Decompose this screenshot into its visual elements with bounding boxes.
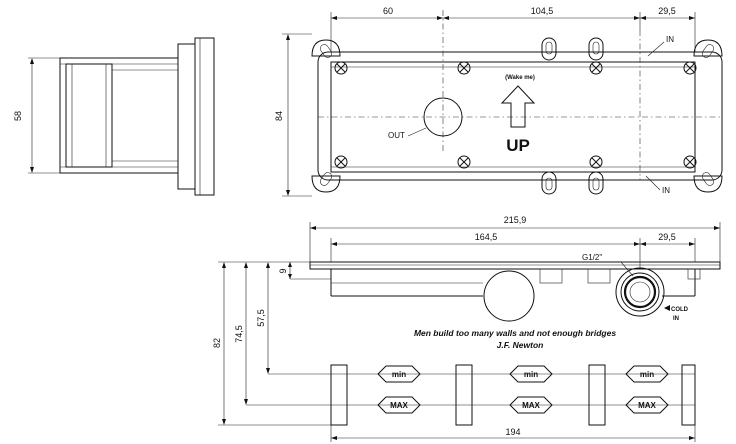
post xyxy=(588,364,606,426)
up-arrow-icon xyxy=(500,85,536,128)
dim-74-5: 74,5 xyxy=(234,325,244,343)
svg-text:min: min xyxy=(392,370,406,379)
dim-29-5-front: 29,5 xyxy=(658,232,676,242)
screw-icon xyxy=(683,155,697,169)
slot xyxy=(588,171,604,195)
dim-60: 60 xyxy=(383,6,393,16)
outlet-hole xyxy=(423,97,463,137)
max-badge: MAX xyxy=(509,396,553,414)
slot xyxy=(588,37,604,61)
dim-82: 82 xyxy=(212,338,222,348)
side-plate xyxy=(177,43,196,190)
front-flange xyxy=(309,261,721,270)
slot xyxy=(541,37,557,61)
screw-icon xyxy=(683,61,697,75)
dim-104-5: 104,5 xyxy=(531,6,554,16)
in-top-label: IN xyxy=(666,35,674,44)
front-view: G1/2" COLD IN Men build too many walls a… xyxy=(212,215,721,442)
dim-58: 58 xyxy=(13,111,23,121)
screw-icon xyxy=(457,155,471,169)
mount-plate xyxy=(317,51,723,181)
dim-164-5: 164,5 xyxy=(475,232,498,242)
screw-icon xyxy=(334,61,348,75)
screw-icon xyxy=(589,61,603,75)
side-body xyxy=(59,57,179,174)
thread-label: G1/2" xyxy=(582,253,602,262)
quote-line-1: Men build too many walls and not enough … xyxy=(414,328,616,338)
svg-text:min: min xyxy=(524,370,538,379)
dim-84: 84 xyxy=(274,111,284,121)
svg-text:MAX: MAX xyxy=(390,401,408,410)
mounting-ear xyxy=(693,39,723,58)
dim-9: 9 xyxy=(278,268,288,273)
slot xyxy=(541,171,557,195)
post xyxy=(330,364,348,426)
quote-line-2: J.F. Newton xyxy=(497,340,544,350)
dim-57-5: 57,5 xyxy=(256,309,266,327)
top-view: OUT (Wake me) UP IN IN 60 104,5 29,5 84 xyxy=(274,6,723,197)
min-badge: min xyxy=(377,365,421,383)
mounting-ear xyxy=(311,39,341,58)
screw-icon xyxy=(457,61,471,75)
screw-icon xyxy=(589,155,603,169)
side-view: 58 xyxy=(13,37,215,196)
front-outlet xyxy=(483,270,535,322)
max-badge: MAX xyxy=(625,396,669,414)
mounting-ear xyxy=(311,172,341,193)
box-body xyxy=(330,61,696,173)
out-label: OUT xyxy=(388,131,405,140)
svg-text:MAX: MAX xyxy=(638,401,656,410)
mounting-ear xyxy=(693,172,723,193)
post xyxy=(681,364,696,426)
min-badge: min xyxy=(625,365,669,383)
cold-label: COLD xyxy=(671,307,689,313)
cold-inlet xyxy=(615,267,665,317)
in-bottom-label: IN xyxy=(662,186,670,195)
svg-text:min: min xyxy=(640,370,654,379)
dim-215-9: 215,9 xyxy=(504,215,527,225)
wake-me-label: (Wake me) xyxy=(505,75,535,81)
max-badge: MAX xyxy=(377,396,421,414)
post xyxy=(455,364,473,426)
min-badge: min xyxy=(509,365,553,383)
dim-194: 194 xyxy=(505,427,520,437)
svg-text:MAX: MAX xyxy=(522,401,540,410)
dim-29-5-top: 29,5 xyxy=(658,6,676,16)
cold-in-label: IN xyxy=(673,316,679,322)
side-flange xyxy=(194,37,215,196)
up-label: UP xyxy=(506,136,530,155)
screw-icon xyxy=(334,155,348,169)
